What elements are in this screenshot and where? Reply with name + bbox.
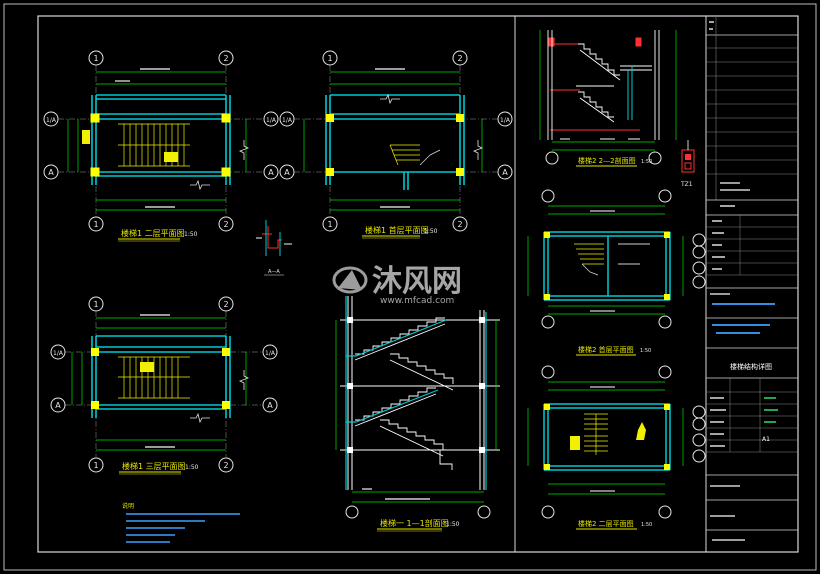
title-section-22: 楼梯2 2—2剖面图 (578, 156, 636, 165)
scale-section-11: 1:50 (446, 521, 460, 528)
axis-label-1: 1 (327, 220, 332, 229)
sheet-inner-border (37, 15, 799, 553)
title-section-11: 楼梯一 1—1剖面图 (380, 518, 449, 528)
title-detail-tz1: TZ1 (680, 181, 693, 188)
plan-stair2-level2: 楼梯2 二层平面图 1:50 (527, 365, 706, 530)
axis-label-1: 1 (93, 300, 98, 309)
axis-label-1: 1 (327, 54, 332, 63)
axis-label-a: A (284, 168, 290, 177)
axis-label-2: 2 (223, 300, 228, 309)
axis-label-1a: 1/A (266, 117, 277, 124)
scale-plan-l1: 1:50 (424, 228, 438, 235)
axis-label-a: A (48, 168, 54, 177)
axis-bubble-1a-right (263, 111, 279, 127)
axis-label-1a: 1/A (282, 117, 293, 124)
axis-label-1: 1 (93, 461, 98, 470)
watermark: 沐风网 www.mfcad.com (332, 264, 462, 306)
title-plan2-l2: 楼梯2 二层平面图 (578, 519, 634, 528)
sheet-outer-border (3, 3, 817, 571)
title-plan-l1: 楼梯1 首层平面图 (365, 225, 429, 235)
axis-label-1a: 1/A (46, 117, 57, 124)
axis-label-2: 2 (223, 220, 228, 229)
axis-label-1a: 1/A (265, 350, 276, 357)
axis-label-1a: 1/A (500, 117, 511, 124)
detail-section-aa: A—A (256, 220, 292, 276)
title-plan-l2: 楼梯1 二层平面图 (121, 228, 185, 238)
title-detail-aa: A—A (268, 269, 280, 275)
watermark-logo-icon (332, 266, 368, 294)
scale-plan2-l1: 1:50 (640, 348, 651, 354)
title-plan2-l1: 楼梯2 首层平面图 (578, 345, 634, 354)
scale-plan-l3: 1:50 (185, 464, 199, 471)
section-stair2-22: 楼梯2 2—2剖面图 1:50 (539, 30, 677, 167)
watermark-url: www.mfcad.com (380, 296, 454, 306)
plan-stair1-level3: 1 2 1 2 1/A A 1/A A (50, 296, 278, 475)
axis-label-2: 2 (223, 54, 228, 63)
notes-heading: 说明 (122, 502, 134, 510)
axis-label-a: A (502, 168, 508, 177)
axis-label-a: A (268, 168, 274, 177)
axis-label-a: A (55, 401, 61, 410)
axis-label-2: 2 (457, 54, 462, 63)
drawing-name-label: 楼梯结构详图 (730, 362, 772, 371)
axis-bubble-a-right (263, 164, 279, 180)
axis-label-1: 1 (93, 220, 98, 229)
scale-plan2-l2: 1:50 (641, 522, 652, 528)
scale-section-22: 1:50 (641, 159, 652, 165)
detail-tz1: TZ1 (680, 140, 695, 188)
plan-stair2-level1: 楼梯2 首层平面图 1:50 (527, 189, 706, 356)
plan-stair1-level2: 1 2 1 2 1/A A 1/A A (43, 50, 279, 242)
plan-stair1-level1: 1 2 1 2 1/A A 1/A A (279, 50, 513, 239)
scale-plan-l2: 1:50 (184, 231, 198, 238)
axis-label-2: 2 (457, 220, 462, 229)
title-block: 楼梯结构详图 A1 (706, 16, 798, 541)
axis-label-1: 1 (93, 54, 98, 63)
axis-label-a: A (267, 401, 273, 410)
axis-label-2: 2 (223, 461, 228, 470)
general-notes: 说明 (122, 502, 240, 543)
section-stair1-11: 楼梯一 1—1剖面图 1:50 (335, 296, 500, 532)
title-plan-l3: 楼梯1 三层平面图 (122, 461, 186, 471)
sheet-size-label: A1 (762, 436, 770, 443)
watermark-brand: 沐风网 (372, 264, 462, 299)
axis-label-1a: 1/A (53, 350, 64, 357)
